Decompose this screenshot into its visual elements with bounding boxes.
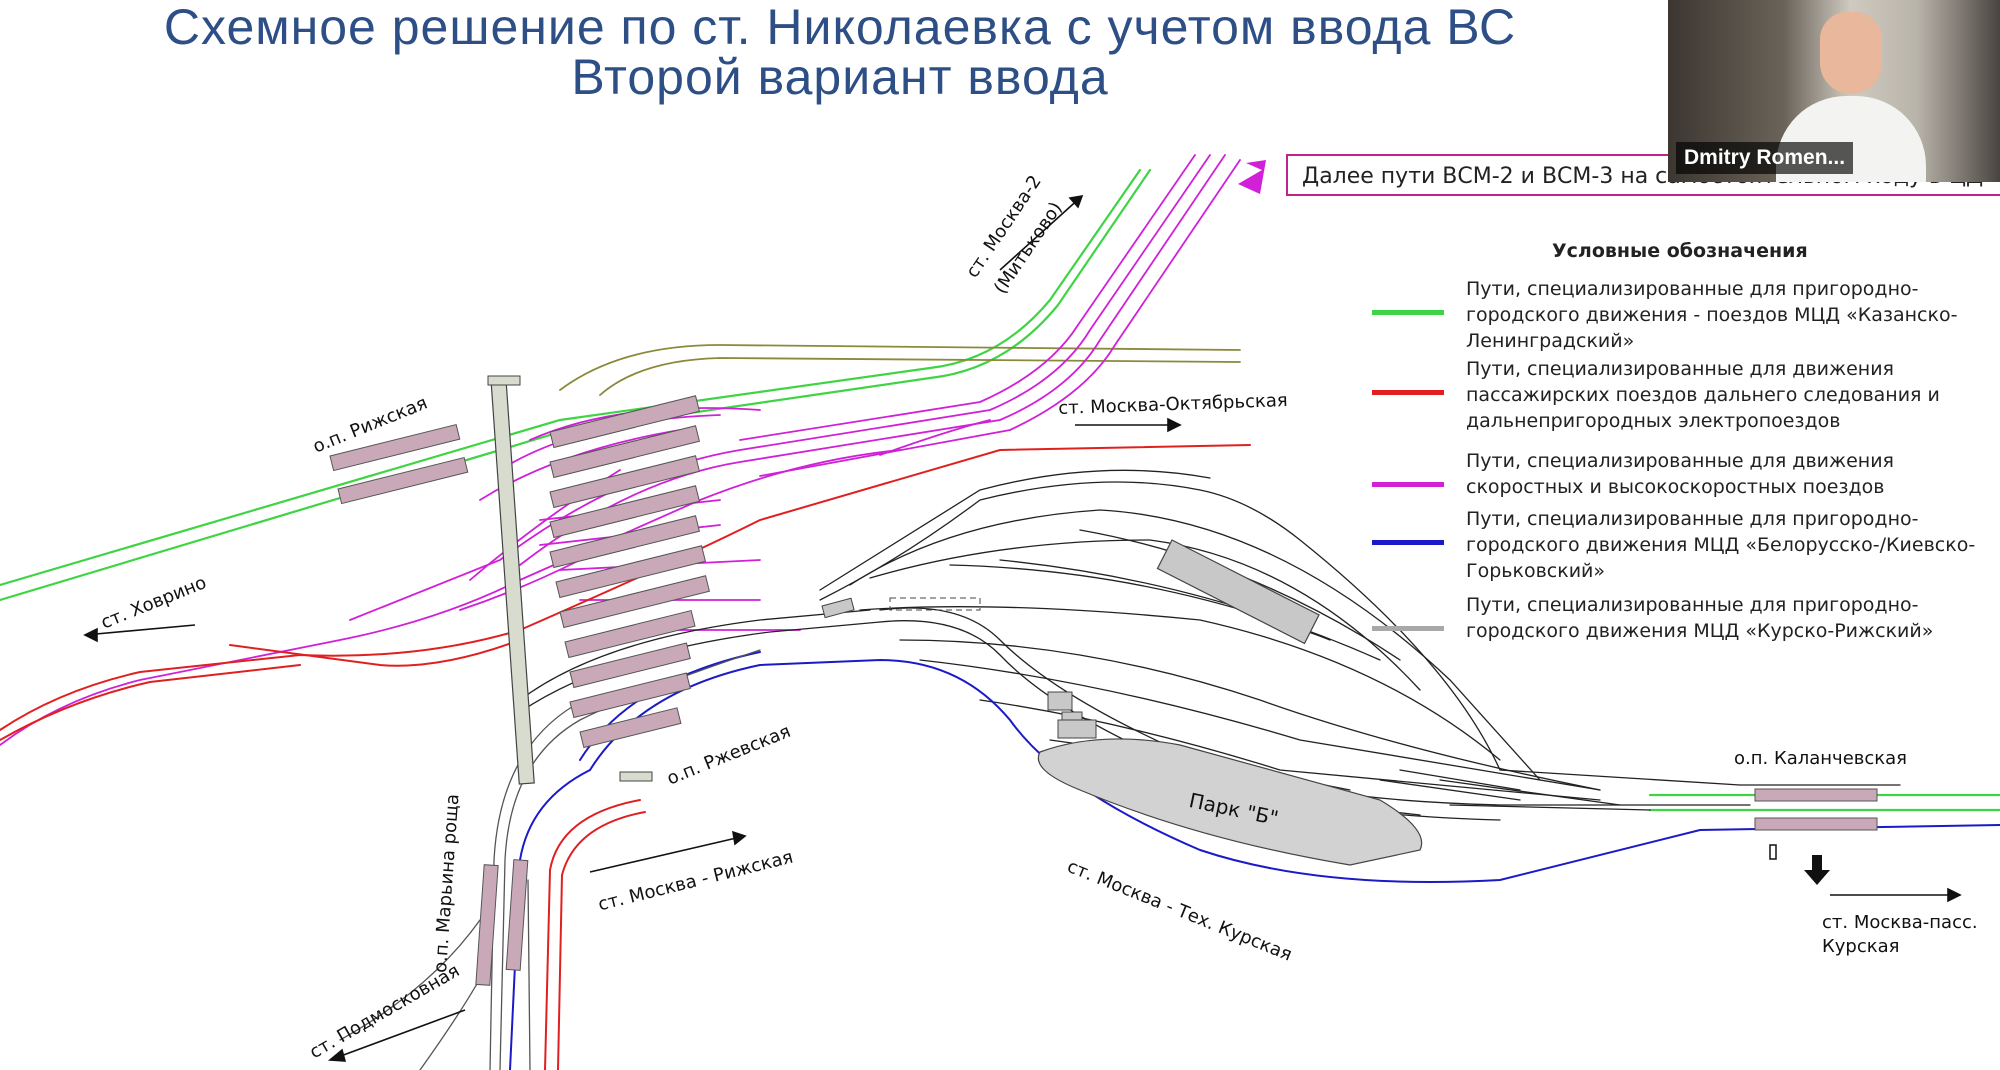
slide-title-line1: Схемное решение по ст. Николаевка с учет… — [163, 0, 1517, 55]
depot-building — [1156, 539, 1320, 645]
kalanchevskaya-signal — [1804, 855, 1830, 885]
label-kalanchevskaya: о.п. Каланчевская — [1734, 748, 1908, 769]
legend-title: Условные обозначения — [1552, 240, 1808, 262]
legend-swatch — [1372, 310, 1444, 315]
slide-title-line2: Второй вариант ввода — [571, 49, 1109, 105]
legend-label: Пути, специализированные для пригородно-… — [1466, 278, 1958, 352]
small-buildings — [821, 597, 1097, 739]
legend-swatch — [1372, 626, 1444, 631]
footbridge-bottom-cap — [619, 771, 653, 782]
label-kurskaya: Курская — [1822, 936, 1900, 957]
legend-label: Пути, специализированные для пригородно-… — [1466, 508, 1976, 582]
legend-swatch — [1372, 390, 1444, 395]
label-moskva-pass: ст. Москва-пасс. — [1822, 912, 1978, 933]
park-b-area — [1037, 738, 1423, 866]
legend-swatch — [1372, 540, 1444, 545]
olive-track — [559, 344, 1241, 396]
note-pointer-arrow — [1238, 160, 1266, 194]
video-participant-tile[interactable]: Dmitry Romen... — [1668, 0, 2000, 182]
platforms — [329, 395, 1878, 986]
legend-swatch — [1372, 482, 1444, 487]
grey-tracks — [339, 649, 761, 1070]
legend-label: Пути, специализированные для движения ск… — [1466, 450, 1894, 498]
footbridge-top-cap — [487, 375, 521, 386]
legend-label: Пути, специализированные для движения па… — [1466, 358, 1940, 432]
direction-arrows — [83, 194, 1962, 1062]
legend-label: Пути, специализированные для пригородно-… — [1466, 594, 1934, 642]
participant-name: Dmitry Romen... — [1676, 142, 1854, 174]
participant-avatar — [1820, 12, 1882, 94]
kalanchevskaya-marker — [1769, 844, 1777, 860]
